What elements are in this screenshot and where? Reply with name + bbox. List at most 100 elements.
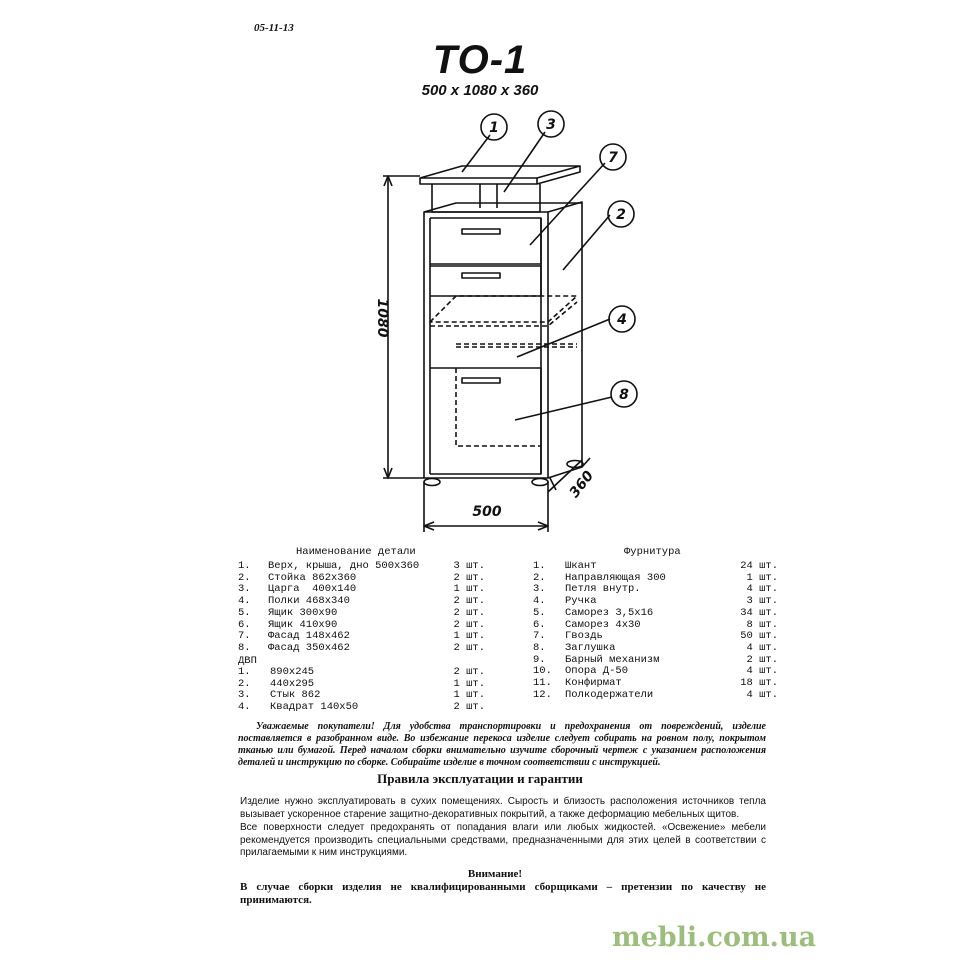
detail-item-name: Царга 400х140 [268, 583, 357, 596]
hardware-item-name: Саморез 4х30 [565, 618, 641, 631]
detail-item-qty: 3 шт. [453, 560, 485, 572]
hardware-item-qty: 4 шт. [746, 583, 778, 596]
detail-item-number: 2. [238, 571, 251, 584]
callout-4-label: 4 [616, 312, 627, 328]
customer-notice: Уважаемые покупатели! Для удобства транс… [238, 721, 766, 768]
warning-text: В случае сборки изделия не квалифицирова… [240, 881, 766, 906]
hardware-item-qty: 4 шт. [746, 688, 778, 701]
hardware-item-number: 9. [533, 653, 546, 666]
drawer-1 [430, 217, 542, 265]
detail-item-number: 7. [238, 630, 251, 643]
lower-facade [430, 367, 542, 475]
dvp-item-name: 890х245 [270, 666, 315, 678]
dvp-item-qty: 2 шт. [453, 701, 485, 714]
detail-item-number: 4. [238, 595, 251, 608]
detail-item-name: Ящик 410х90 [268, 618, 338, 631]
detail-item-number: 5. [238, 606, 251, 619]
model-title: ТО-1 [432, 38, 528, 82]
callout-7-label: 7 [608, 150, 618, 166]
hardware-item-qty: 8 шт. [746, 618, 778, 631]
dvp-label: ДВП [238, 655, 257, 667]
hardware-item-name: Петля внутр. [565, 583, 641, 596]
shelf-1 [429, 295, 578, 323]
detail-item-name: Фасад 148х462 [268, 630, 350, 643]
assembly-drawing: 1 3 7 2 4 8 1080 500 360 [374, 110, 638, 532]
hardware-item-number: 5. [533, 606, 546, 619]
foot-2 [531, 477, 549, 487]
hardware-item-number: 12. [533, 688, 552, 701]
top-panel [419, 165, 581, 179]
upper-niche [431, 184, 541, 213]
dvp-item-qty: 2 шт. [453, 666, 485, 678]
callout-1 [480, 113, 508, 141]
callout-7 [599, 143, 627, 171]
dvp-item-name: Стык 862 [270, 689, 321, 702]
hardware-item-qty: 50 шт. [740, 630, 778, 643]
detail-item-qty: 2 шт. [453, 641, 485, 654]
drawer-2 [430, 265, 542, 297]
callout-3 [537, 110, 565, 138]
dvp-item-number: 3. [238, 689, 251, 702]
lower-facade-handle [461, 377, 501, 384]
hardware-item-qty: 24 шт. [740, 560, 778, 572]
detail-item-name: Верх, крыша, дно 500х360 [268, 560, 420, 572]
model-dimensions: 500 x 1080 x 360 [421, 82, 539, 99]
dvp-item-number: 1. [238, 666, 251, 678]
dvp-item-number: 4. [238, 701, 251, 714]
hardware-item-name: Опора Д-50 [565, 665, 629, 678]
hardware-item-number: 6. [533, 618, 546, 631]
rules-paragraph-2: Все поверхности следует предохранять от … [240, 822, 766, 858]
detail-item-qty: 2 шт. [453, 595, 485, 608]
dvp-item-name: Квадрат 140х50 [270, 701, 359, 714]
detail-item-qty: 1 шт. [453, 583, 485, 596]
detail-item-qty: 2 шт. [453, 571, 485, 584]
shelf-2 [456, 343, 577, 348]
dvp-item-qty: 1 шт. [453, 677, 485, 690]
detail-item-qty: 2 шт. [453, 618, 485, 631]
height-dimension-label: 1080 [374, 299, 390, 338]
hardware-item-name: Полкодержатели [565, 688, 654, 701]
detail-item-number: 6. [238, 618, 251, 631]
detail-item-name: Ящик 300х90 [268, 606, 338, 619]
carcass-front [423, 211, 549, 479]
dvp-item-qty: 1 шт. [453, 689, 485, 702]
warning-title: Внимание! [467, 868, 523, 880]
callout-8 [610, 380, 638, 408]
hardware-item-number: 1. [533, 560, 546, 572]
drawer-1-handle [461, 228, 501, 235]
detail-item-name: Стойка 862х360 [268, 571, 357, 584]
callout-2-label: 2 [616, 207, 626, 223]
hardware-item-name: Направляющая 300 [565, 571, 666, 584]
hardware-item-name: Барный механизм [565, 653, 660, 666]
foot-1 [423, 477, 441, 487]
detail-item-number: 1. [238, 560, 251, 572]
hardware-item-qty: 1 шт. [746, 571, 778, 584]
hardware-item-number: 8. [533, 641, 546, 654]
dvp-item-name: 440х295 [270, 677, 315, 690]
hardware-item-number: 10. [533, 665, 552, 678]
callout-1-label: 1 [489, 120, 499, 136]
hardware-item-number: 11. [533, 677, 552, 689]
detail-item-name: Фасад 350х462 [268, 641, 350, 654]
callout-2 [607, 200, 635, 228]
detail-item-qty: 2 шт. [453, 606, 485, 619]
callout-8-label: 8 [619, 387, 629, 403]
depth-dimension-label: 360 [567, 468, 598, 501]
hardware-item-number: 3. [533, 583, 546, 596]
hardware-item-number: 2. [533, 571, 546, 584]
carcass-side [547, 201, 583, 479]
top-panel-front [419, 178, 538, 185]
hardware-item-name: Ручка [565, 595, 597, 608]
details-title: Наименование детали [296, 546, 416, 558]
document-date: 05-11-13 [254, 22, 294, 34]
hardware-item-name: Заглушка [565, 641, 616, 654]
width-dimension-label: 500 [472, 504, 501, 520]
detail-item-number: 8. [238, 641, 251, 654]
callout-4 [608, 305, 636, 333]
callout-3-label: 3 [546, 117, 556, 133]
hardware-item-qty: 4 шт. [746, 641, 778, 654]
hardware-item-qty: 3 шт. [746, 595, 778, 608]
detail-item-qty: 1 шт. [453, 630, 485, 643]
detail-item-name: Полки 468х340 [268, 595, 350, 608]
detail-item-number: 3. [238, 583, 251, 596]
